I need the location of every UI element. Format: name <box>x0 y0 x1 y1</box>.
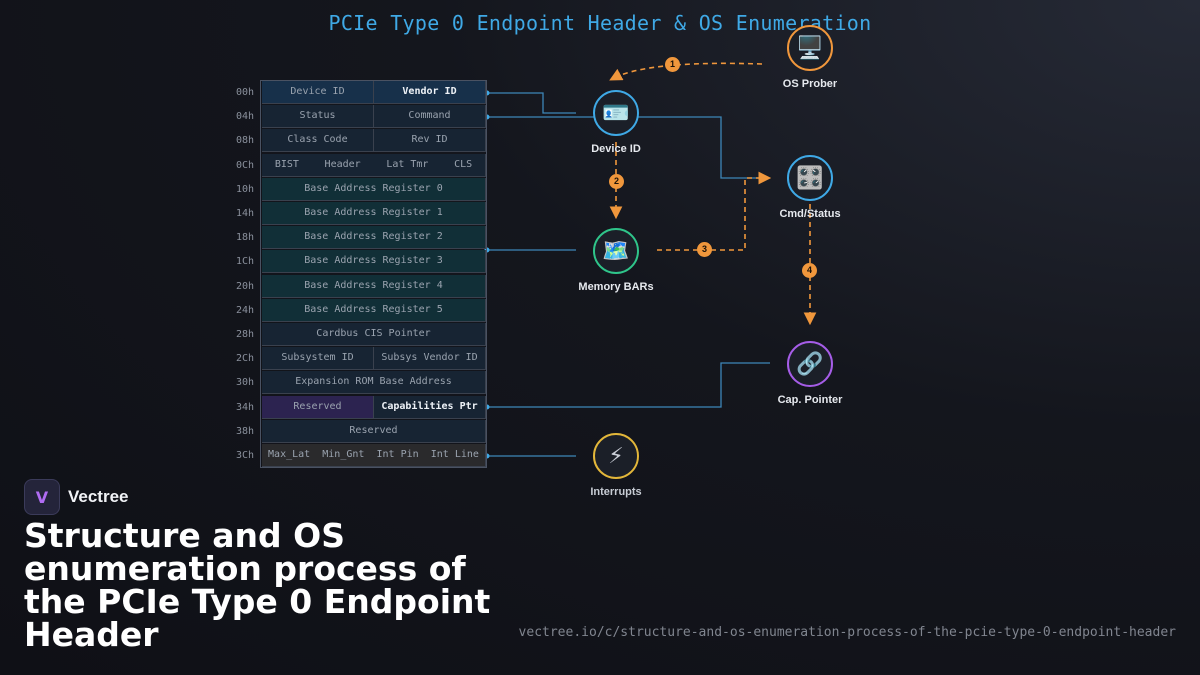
header-field: Reserved <box>262 420 486 443</box>
header-row: Base Address Register 4 <box>262 275 486 298</box>
link-icon: 🔗 <box>787 341 833 387</box>
node-label: Device ID <box>591 143 641 155</box>
header-field: Cardbus CIS Pointer <box>262 323 486 346</box>
connector-vendor-id <box>487 92 576 114</box>
row-offset: 18h <box>235 232 254 243</box>
header-subfield: Header <box>324 159 361 170</box>
brand[interactable]: V Vectree <box>24 479 129 515</box>
header-field: Vendor ID <box>374 81 486 104</box>
header-subfield: Lat Tmr <box>386 159 429 170</box>
brand-name: Vectree <box>68 487 129 506</box>
row-offset: 34h <box>235 402 254 413</box>
row-offset: 24h <box>235 305 254 316</box>
id-card-icon: 🪪 <box>593 90 639 136</box>
row-offset: 28h <box>235 329 254 340</box>
header-field: Base Address Register 5 <box>262 299 486 322</box>
step-badge-4: 4 <box>802 263 817 278</box>
row-offset: 38h <box>235 426 254 437</box>
step-badge-1: 1 <box>665 57 680 72</box>
diagram-title: PCIe Type 0 Endpoint Header & OS Enumera… <box>328 11 872 35</box>
step-badge-3: 3 <box>697 242 712 257</box>
node-memory-bars[interactable]: 🗺️ Memory BARs <box>551 228 681 293</box>
row-offset: 08h <box>235 135 254 146</box>
node-os-prober[interactable]: 🖥️ OS Prober <box>745 25 875 90</box>
monitor-icon: 🖥️ <box>787 25 833 71</box>
row-offset: 10h <box>235 184 254 195</box>
node-cap-pointer[interactable]: 🔗 Cap. Pointer <box>745 341 875 406</box>
lightning-icon: ⚡ <box>593 433 639 479</box>
header-field: Subsystem ID <box>262 347 374 370</box>
header-field: Base Address Register 4 <box>262 275 486 298</box>
header-subfield: Int Line <box>430 449 479 460</box>
header-field: Class Code <box>262 129 374 152</box>
header-subfield: BIST <box>274 159 299 170</box>
header-field: BIST Header Lat Tmr CLS <box>262 154 486 177</box>
node-label: Memory BARs <box>578 281 654 293</box>
row-offset: 3Ch <box>235 450 254 461</box>
flow-step-3 <box>657 171 772 251</box>
header-field: Status <box>262 105 374 128</box>
header-row: Max_Lat Min_Gnt Int Pin Int Line <box>262 444 486 467</box>
header-row: Expansion ROM Base Address <box>262 371 486 394</box>
flow-step-1 <box>609 62 763 81</box>
header-field: Rev ID <box>374 129 486 152</box>
header-field: Subsys Vendor ID <box>374 347 486 370</box>
row-offset: 00h <box>235 87 254 98</box>
row-offset: 04h <box>235 111 254 122</box>
control-knobs-icon: 🎛️ <box>787 155 833 201</box>
header-subfield: Int Pin <box>376 449 419 460</box>
row-offset: 1Ch <box>235 256 254 267</box>
node-label: Cmd/Status <box>779 208 841 220</box>
header-subfield: Min_Gnt <box>322 449 365 460</box>
header-field: Base Address Register 0 <box>262 178 486 201</box>
header-row: Base Address Register 0 <box>262 178 486 201</box>
header-row: Base Address Register 5 <box>262 299 486 322</box>
header-subfield: Max_Lat <box>268 449 311 460</box>
vectree-logo-icon: V <box>24 479 60 515</box>
row-offset: 30h <box>235 377 254 388</box>
header-row: Cardbus CIS Pointer <box>262 323 486 346</box>
map-icon: 🗺️ <box>593 228 639 274</box>
node-interrupts[interactable]: ⚡ Interrupts <box>551 433 681 498</box>
header-field: Capabilities Ptr <box>374 396 486 419</box>
row-offset: 0Ch <box>235 160 254 171</box>
connector-cap-ptr <box>487 362 770 408</box>
header-row: Reserved <box>262 420 486 443</box>
header-row: Base Address Register 3 <box>262 250 486 273</box>
node-cmd-status[interactable]: 🎛️ Cmd/Status <box>745 155 875 220</box>
header-field: Max_Lat Min_Gnt Int Pin Int Line <box>262 444 486 467</box>
header-field: Device ID <box>262 81 374 104</box>
header-field: Base Address Register 2 <box>262 226 486 249</box>
source-url[interactable]: vectree.io/c/structure-and-os-enumeratio… <box>518 625 1176 640</box>
header-field: Command <box>374 105 486 128</box>
header-field: Reserved <box>262 396 374 419</box>
headline: Structure and OS enumeration process of … <box>24 516 491 654</box>
header-field: Base Address Register 1 <box>262 202 486 225</box>
node-label: Interrupts <box>590 486 642 498</box>
row-offset: 2Ch <box>235 353 254 364</box>
node-device-id[interactable]: 🪪 Device ID <box>551 90 681 155</box>
step-badge-2: 2 <box>609 174 624 189</box>
header-row: BIST Header Lat Tmr CLS <box>262 154 486 177</box>
header-row: Base Address Register 2 <box>262 226 486 249</box>
header-subfield: CLS <box>454 159 473 170</box>
header-row: Base Address Register 1 <box>262 202 486 225</box>
row-offset: 14h <box>235 208 254 219</box>
header-field: Expansion ROM Base Address <box>262 371 486 394</box>
header-field: Base Address Register 3 <box>262 250 486 273</box>
row-offset: 20h <box>235 281 254 292</box>
node-label: OS Prober <box>782 78 838 90</box>
node-label: Cap. Pointer <box>777 394 843 406</box>
